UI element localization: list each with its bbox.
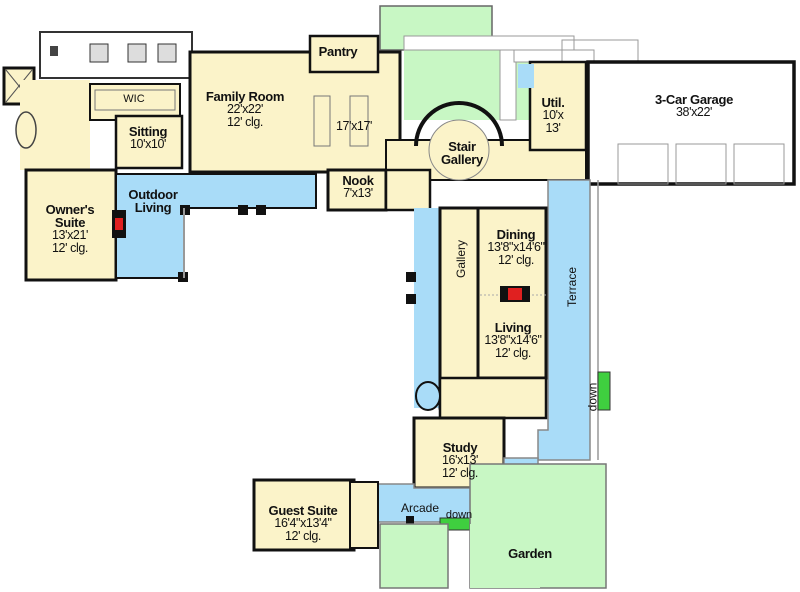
family-room-label: Family Room 22'x22' 12' clg. — [205, 89, 285, 129]
room-name: Pantry — [318, 44, 358, 59]
terrace-steps — [597, 371, 611, 411]
garden-label: Garden — [508, 547, 552, 560]
terrace-down-label: down — [585, 382, 600, 412]
owners-suite-label: Owner's Suite 13'x21' 12' clg. — [46, 203, 95, 254]
garage-area — [586, 60, 796, 186]
room-ceiling: 12' clg. — [441, 465, 478, 480]
room-name: Nook — [342, 173, 374, 188]
living-label: Living 13'8"x14'6" 12' clg. — [484, 320, 542, 360]
room-dims: 17'x17' — [335, 119, 373, 133]
garage-label: 3-Car Garage 38'x22' — [655, 93, 733, 119]
pantry-label: Pantry — [319, 45, 358, 58]
utility-label: Util. 10'x 13' — [541, 96, 564, 134]
guest-suite-label: Guest Suite 16'4"x13'4" 12' clg. — [269, 504, 338, 542]
room-name: Stair — [448, 139, 476, 154]
room-ceiling: 12' clg. — [497, 252, 534, 267]
gallery-label: Gallery — [454, 239, 469, 279]
pantry-area — [308, 34, 380, 74]
room-name: Guest Suite — [268, 503, 338, 518]
study-label: Study 16'x13' 12' clg. — [442, 441, 478, 479]
room-name: Dining — [496, 227, 536, 242]
room-name: Sitting — [128, 124, 168, 139]
room-ceiling: 12' clg. — [494, 345, 531, 360]
kitchen-label: 17'x17' — [336, 120, 372, 133]
outdoor-living-label: Outdoor Living — [128, 188, 177, 214]
room-ceiling: 12' clg. — [226, 114, 264, 129]
nook-label: Nook 7'x13' — [342, 173, 374, 200]
room-name: Owner's — [45, 202, 95, 217]
room-dims: 16'4"x13'4" — [274, 516, 332, 530]
room-dims: 38'x22' — [675, 105, 713, 119]
room-name: Outdoor — [128, 187, 178, 202]
owners-bath — [2, 31, 193, 170]
room-dims: 13'8"x14'6" — [484, 333, 542, 347]
room-name: Living — [494, 320, 532, 335]
nook-area — [326, 168, 388, 212]
room-dims: 13'x21' — [51, 228, 89, 242]
room-dims: 13' — [545, 120, 561, 135]
room-dims: 10'x10' — [129, 137, 167, 151]
terrace-label: Terrace — [565, 266, 580, 308]
owners-suite-area — [24, 168, 118, 282]
room-dims: 7'x13' — [343, 186, 373, 200]
north-courtyard — [379, 5, 639, 121]
room-name: Gallery — [441, 152, 483, 167]
dining-label: Dining 13'8"x14'6" 12' clg. — [487, 227, 545, 267]
room-dims: 10'x — [542, 108, 564, 122]
stair-gallery-label: Stair Gallery — [441, 140, 483, 166]
room-dims: 16'x13' — [441, 453, 479, 467]
room-name: Study — [442, 440, 478, 455]
room-ceiling: 12' clg. — [51, 240, 88, 255]
utility-area — [528, 60, 588, 152]
room-name: 3-Car Garage — [654, 92, 734, 107]
sitting-label: Sitting 10'x10' — [128, 124, 168, 151]
room-name: Living — [134, 200, 172, 215]
room-name: Family Room — [205, 89, 285, 104]
sitting-area — [114, 114, 184, 170]
wic-label: WIC — [123, 93, 145, 105]
arcade-down-label: down — [445, 509, 473, 521]
room-name: Util. — [541, 95, 565, 110]
room-ceiling: 12' clg. — [284, 528, 321, 543]
arcade-label: Arcade — [400, 501, 440, 515]
room-name: Suite — [54, 215, 86, 230]
room-dims: 22'x22' — [226, 102, 264, 116]
room-dims: 13'8"x14'6" — [487, 240, 545, 254]
room-name: Garden — [508, 546, 552, 561]
